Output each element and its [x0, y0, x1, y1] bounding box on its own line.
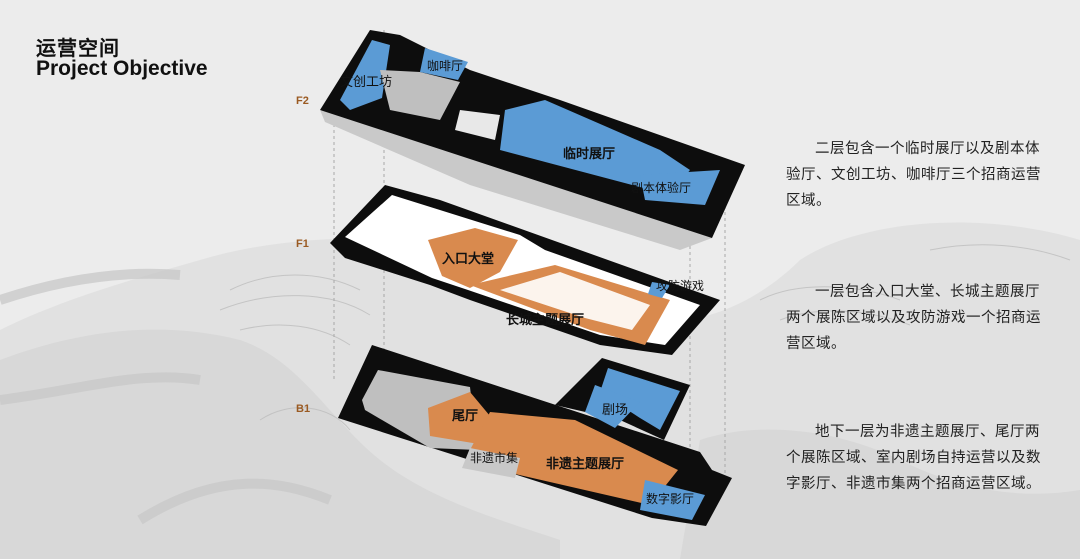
room-label-game: 攻防游戏 [656, 278, 704, 293]
floor-tag-b1: B1 [296, 403, 311, 415]
floor-tag-f1: F1 [296, 238, 309, 250]
room-label-cafe: 咖啡厅 [427, 58, 463, 73]
description-f2: 二层包含一个临时展厅以及剧本体验厅、文创工坊、咖啡厅三个招商运营区域。 [786, 141, 1041, 209]
room-label-lobby: 入口大堂 [442, 251, 494, 267]
room-label-wenchuang: 文创工坊 [340, 75, 392, 90]
floor-b1-plan [338, 345, 732, 526]
page-title-en: Project Objective [36, 57, 208, 80]
floor-f1-plan [330, 185, 720, 355]
room-label-digital-cinema: 数字影厅 [646, 491, 694, 506]
page-title-cn: 运营空间 [36, 36, 120, 60]
room-label-temp-hall: 临时展厅 [563, 146, 615, 162]
room-label-script-hall: 剧本体验厅 [631, 180, 691, 195]
room-label-end-hall: 尾厅 [452, 409, 478, 424]
room-labels: 文创工坊 咖啡厅 临时展厅 剧本体验厅 入口大堂 攻防游戏 长城主题展厅 尾厅 … [340, 58, 704, 506]
room-label-heritage-hall: 非遗主题展厅 [546, 456, 624, 472]
room-label-market: 非遗市集 [470, 450, 518, 465]
room-label-greatwall-hall: 长城主题展厅 [506, 312, 584, 328]
room-label-theater: 剧场 [602, 403, 628, 418]
description-b1: 地下一层为非遗主题展厅、尾厅两个展陈区域、室内剧场自持运营以及数字影厅、非遗市集… [786, 424, 1041, 492]
floor-f2-plan [320, 30, 745, 250]
floor-tag-f2: F2 [296, 95, 309, 107]
description-f1: 一层包含入口大堂、长城主题展厅两个展陈区域以及攻防游戏一个招商运营区域。 [786, 284, 1041, 352]
